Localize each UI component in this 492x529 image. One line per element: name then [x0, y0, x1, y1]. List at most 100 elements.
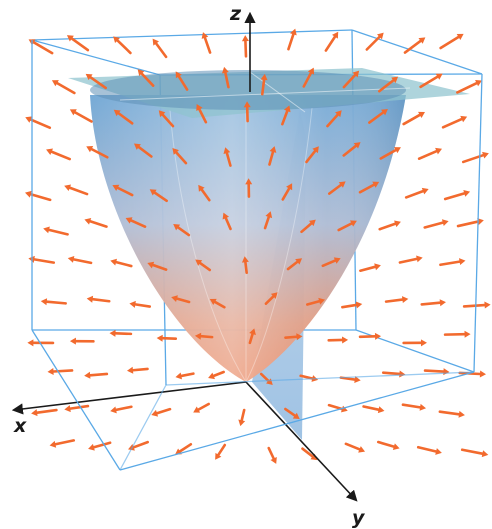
vector-arrow-icon — [54, 439, 76, 446]
vector-arrow-icon — [129, 219, 147, 228]
vector-arrow-icon — [379, 148, 398, 160]
vector-arrow-icon — [238, 419, 246, 427]
vector-arrow-icon — [213, 300, 226, 309]
vector-arrow-icon — [67, 255, 75, 263]
vector-arrow-icon — [456, 33, 464, 41]
vector-arrow-icon — [378, 222, 397, 231]
vector-arrow-icon — [180, 372, 195, 378]
vector-arrow-icon — [137, 69, 145, 77]
vector-arrow-icon — [292, 412, 300, 420]
vector-arrow-icon — [175, 297, 191, 304]
vector-arrow-icon — [89, 75, 107, 90]
vector-arrow-icon — [393, 147, 401, 154]
vector-arrow-icon — [287, 33, 295, 51]
vector-arrow-icon — [327, 183, 343, 195]
plane-seam-y — [249, 71, 306, 113]
vector-arrow-icon — [86, 295, 94, 303]
vector-arrow-icon — [40, 298, 48, 306]
vector-arrow-icon — [113, 36, 120, 44]
vector-arrow-icon — [290, 28, 297, 36]
vector-arrow-icon — [456, 220, 480, 228]
vector-arrow-icon — [391, 76, 399, 84]
vector-arrow-icon — [215, 452, 222, 460]
vector-arrow-icon — [374, 263, 381, 271]
y-axis-label: y — [352, 507, 366, 529]
vector-arrow-icon — [306, 299, 321, 306]
vector-arrow-icon — [376, 440, 396, 448]
vector-arrow-icon — [92, 441, 112, 449]
vector-arrow-icon — [114, 332, 133, 336]
vector-arrow-icon — [126, 366, 134, 374]
vector-arrow-icon — [134, 303, 152, 308]
vector-arrow-icon — [240, 408, 246, 422]
vector-arrow-icon — [201, 32, 209, 39]
vector-arrow-icon — [209, 298, 217, 305]
vector-arrow-icon — [318, 297, 326, 305]
vector-arrow-icon — [155, 407, 172, 415]
vector-arrow-icon — [161, 113, 175, 128]
vector-arrow-icon — [245, 178, 253, 185]
vector-arrow-icon — [399, 370, 406, 378]
vector-arrow-icon — [441, 219, 449, 227]
vector-arrow-icon — [70, 37, 90, 52]
vector-arrow-icon — [435, 147, 443, 155]
vector-arrow-icon — [117, 111, 134, 125]
vector-arrow-icon — [212, 370, 225, 378]
vector-arrow-icon — [402, 113, 422, 126]
vector-arrow-icon — [456, 81, 478, 94]
plane-seam-x — [119, 87, 411, 101]
vector-arrow-icon — [423, 221, 445, 229]
vector-arrow-icon — [479, 370, 487, 378]
vector-arrow-icon — [128, 444, 135, 451]
vector-arrow-icon — [342, 336, 349, 344]
vector-arrow-icon — [358, 446, 366, 453]
vector-arrow-icon — [198, 261, 212, 272]
vector-arrow-icon — [140, 72, 155, 87]
vector-arrow-icon — [284, 335, 298, 339]
vector-arrow-icon — [435, 448, 442, 455]
vector-arrow-icon — [384, 298, 404, 303]
vector-arrow-icon — [223, 147, 231, 154]
vector-arrow-icon — [352, 70, 360, 78]
vector-arrow-icon — [248, 332, 254, 345]
vector-arrow-icon — [47, 367, 54, 375]
vector-arrow-icon — [259, 372, 270, 383]
vector-arrow-icon — [392, 443, 400, 451]
vector-arrow-icon — [196, 104, 203, 111]
vector-arrow-icon — [418, 37, 426, 44]
vector-arrow-icon — [88, 372, 109, 377]
vector-arrow-icon — [365, 35, 381, 51]
vector-arrow-icon — [355, 301, 363, 309]
vector-arrow-icon — [460, 448, 484, 455]
vector-arrow-icon — [52, 369, 74, 373]
vector-arrow-icon — [354, 376, 361, 384]
vector-arrow-icon — [131, 367, 149, 372]
vector-arrow-icon — [301, 447, 314, 458]
vector-arrow-icon — [394, 220, 401, 228]
vector-arrow-icon — [46, 148, 53, 155]
vector-arrow-icon — [312, 146, 319, 154]
vector-arrow-icon — [441, 117, 463, 129]
vector-arrow-icon — [376, 32, 384, 40]
vector-arrow-icon — [267, 446, 275, 460]
vector-arrow-icon — [129, 300, 136, 308]
vector-arrow-icon — [308, 219, 316, 227]
vector-arrow-icon — [332, 31, 339, 39]
vector-arrow-icon — [377, 406, 385, 414]
vector-arrow-icon — [268, 150, 275, 166]
vector-arrow-icon — [176, 226, 191, 237]
vector-arrow-icon — [85, 73, 93, 81]
vector-arrow-icon — [175, 71, 182, 79]
vector-arrow-icon — [270, 457, 277, 464]
vector-arrow-icon — [443, 368, 450, 376]
vector-arrow-icon — [443, 192, 466, 201]
vector-arrow-icon — [114, 405, 133, 412]
vector-arrow-icon — [263, 215, 271, 230]
vector-arrow-icon — [199, 334, 214, 339]
vector-arrow-icon — [421, 187, 429, 195]
vector-arrow-icon — [417, 149, 438, 160]
vector-arrow-icon — [420, 339, 427, 347]
vector-arrow-icon — [377, 79, 395, 93]
vector-arrow-icon — [133, 143, 141, 150]
vector-arrow-icon — [151, 263, 168, 271]
